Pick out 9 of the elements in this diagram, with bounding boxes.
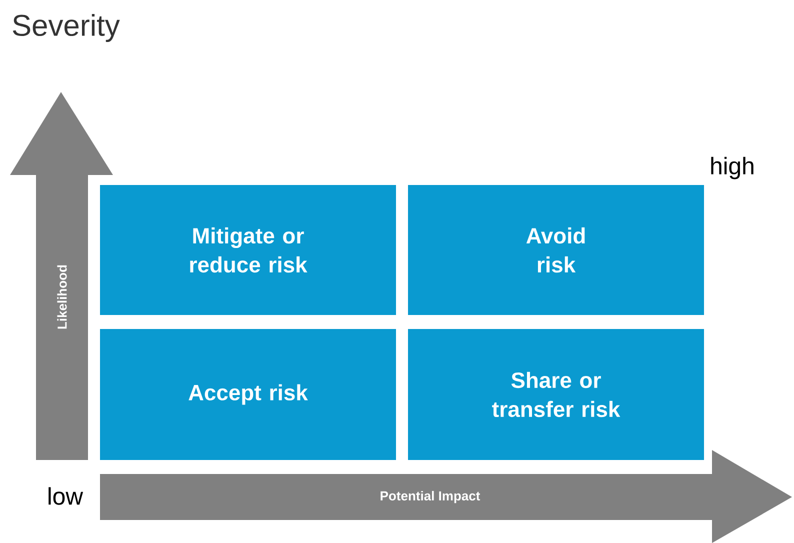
axis-title: Likelihood — [57, 265, 67, 329]
quadrant-box: Avoid risk — [408, 185, 704, 315]
title: Severity — [12, 14, 120, 42]
axis-label: low — [48, 487, 84, 505]
quadrant-box: Mitigate or reduce risk — [100, 185, 396, 315]
axis-title: Potential Impact — [380, 490, 480, 504]
quadrant-box: Accept risk — [100, 329, 396, 460]
quadrant-box: Share or transfer risk — [408, 329, 704, 460]
axis-label: high — [711, 156, 754, 180]
